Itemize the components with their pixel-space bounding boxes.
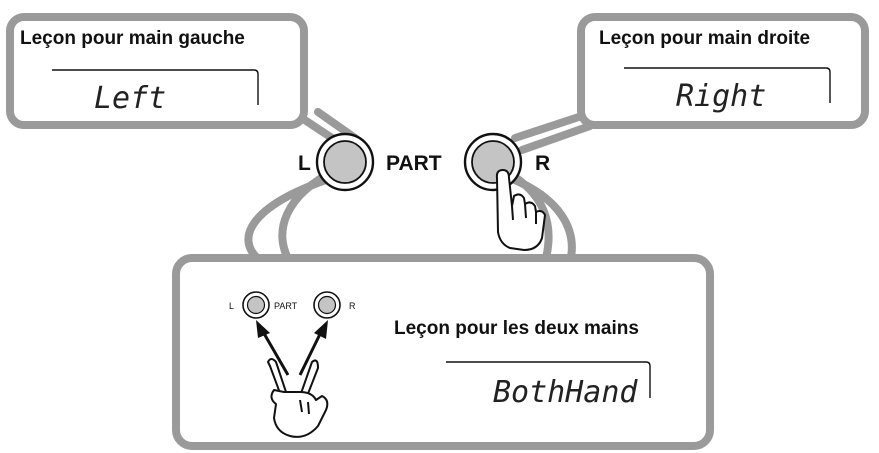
- left-button-cap[interactable]: [323, 140, 367, 184]
- left-part-button[interactable]: L: [298, 132, 375, 192]
- left-bubble-title: Leçon pour main gauche: [20, 28, 245, 49]
- part-label: PART: [386, 152, 442, 175]
- left-to-bottom-connector-inner: [278, 166, 340, 266]
- right-lcd-display: Right: [624, 67, 831, 114]
- bubble-connectors: [244, 101, 604, 266]
- left-lcd-display: Left: [52, 69, 259, 116]
- v-sign-hand-icon: [267, 358, 329, 438]
- right-hand-lesson-bubble: Leçon pour main droite Right: [577, 13, 869, 129]
- right-lcd-text: Right: [676, 79, 766, 114]
- press-arrows: [256, 320, 328, 376]
- left-to-bottom-connector-outer: [244, 174, 336, 266]
- pointing-hand-icon: [495, 169, 546, 251]
- both-lcd-text: BothHand: [493, 375, 638, 410]
- left-button-label: L: [298, 152, 311, 175]
- both-bubble-title: Leçon pour les deux mains: [394, 318, 639, 339]
- mini-part-label: PART: [274, 301, 298, 311]
- left-lcd-text: Left: [94, 81, 166, 116]
- both-hands-lesson-bubble: Leçon pour les deux mains BothHand L PAR…: [172, 254, 714, 450]
- both-lcd-display: BothHand: [446, 361, 651, 410]
- mini-left-label: L: [229, 301, 234, 311]
- right-bubble-title: Leçon pour main droite: [599, 28, 810, 49]
- left-hand-lesson-bubble: Leçon pour main gauche Left: [6, 13, 308, 129]
- right-button-label: R: [535, 152, 550, 175]
- mini-right-label: R: [349, 301, 356, 311]
- mini-right-button[interactable]: [317, 295, 337, 315]
- mini-part-buttons: L PART R: [229, 291, 356, 376]
- right-bubble-tail-2: [518, 122, 594, 154]
- mini-left-button[interactable]: [246, 295, 266, 315]
